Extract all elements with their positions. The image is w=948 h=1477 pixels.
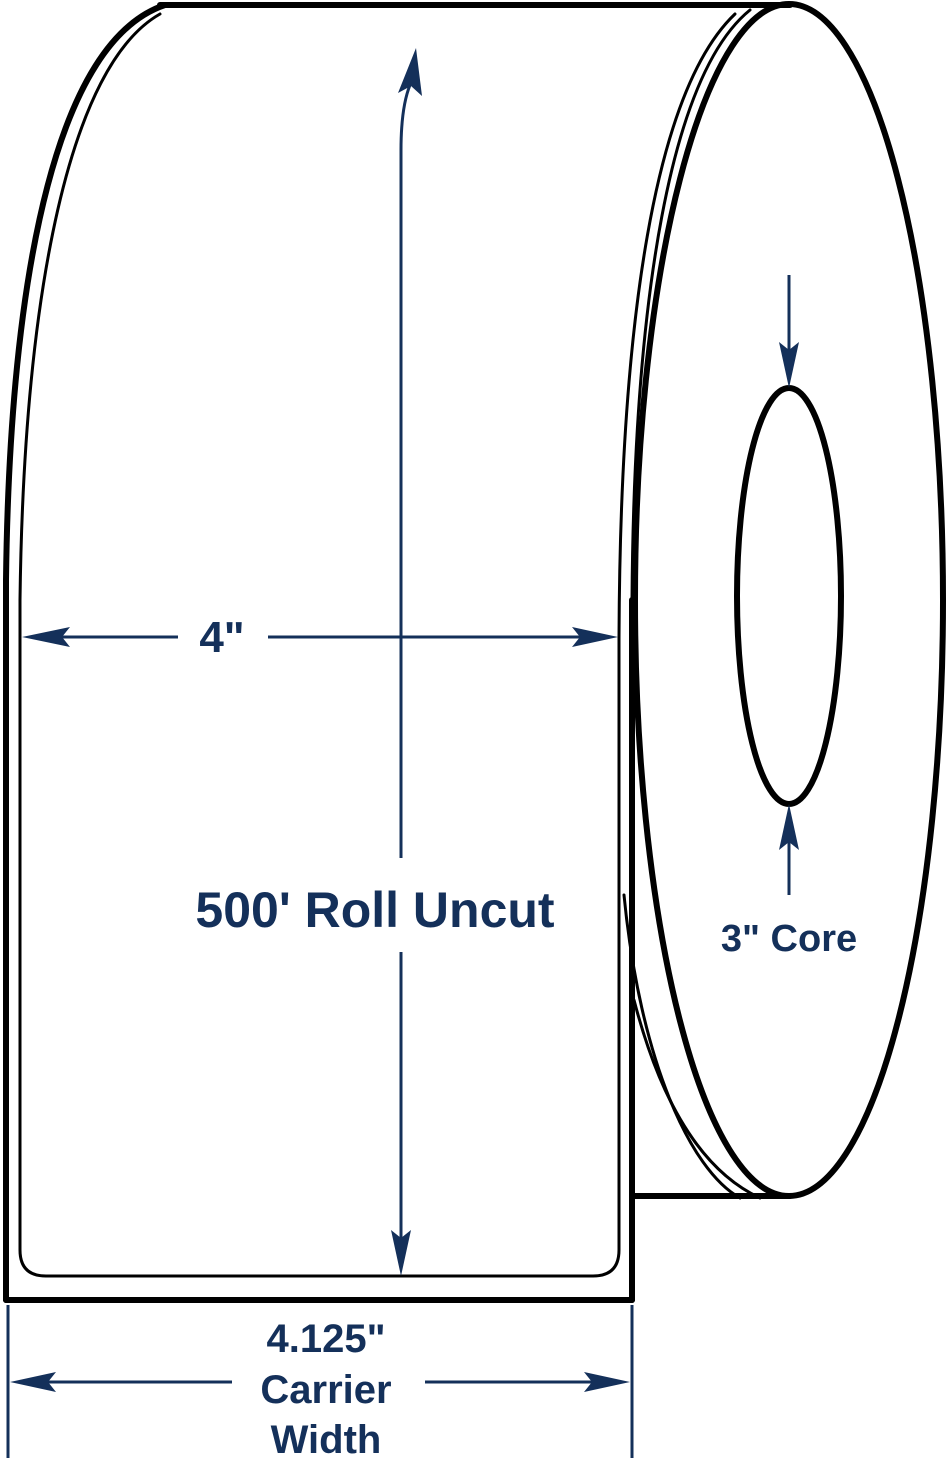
carrier-word1-text: Carrier — [260, 1368, 391, 1412]
roll-left-edge-inner — [18, 12, 162, 602]
dimension-lines — [6, 84, 791, 1458]
roll-length-arrow-down-icon — [391, 1230, 411, 1276]
roll-layer-edge-2 — [630, 8, 752, 602]
roll-length-text: 500' Roll Uncut — [195, 882, 555, 938]
arrowheads — [10, 48, 799, 1392]
label-width-arrow-right-icon — [572, 627, 618, 647]
carrier-value-text: 4.125" — [266, 1317, 385, 1361]
carrier-word2-text: Width — [271, 1418, 382, 1462]
roll-layer-edge-lower-2 — [632, 998, 762, 1200]
roll-layer-edge-1 — [617, 12, 737, 642]
roll-end-face — [632, 1, 946, 1199]
core-size-text: 3" Core — [721, 918, 857, 960]
carrier-face — [3, 1192, 635, 1303]
core-hole — [734, 385, 844, 807]
roll-left-edge-outer — [3, 2, 168, 1303]
label-width-arrow-left-icon — [22, 627, 70, 647]
front-label-outline — [18, 598, 621, 1278]
carrier-width-arrow-left-icon — [10, 1372, 56, 1392]
roll-length-line-top — [399, 84, 412, 858]
roll-outline — [3, 1, 946, 1303]
carrier-width-arrow-right-icon — [584, 1372, 630, 1392]
roll-length-arrow-up-icon — [398, 48, 422, 96]
core-arrow-down-icon — [779, 342, 799, 388]
label-width-text: 4" — [199, 613, 244, 662]
core-arrow-up-icon — [779, 804, 799, 850]
